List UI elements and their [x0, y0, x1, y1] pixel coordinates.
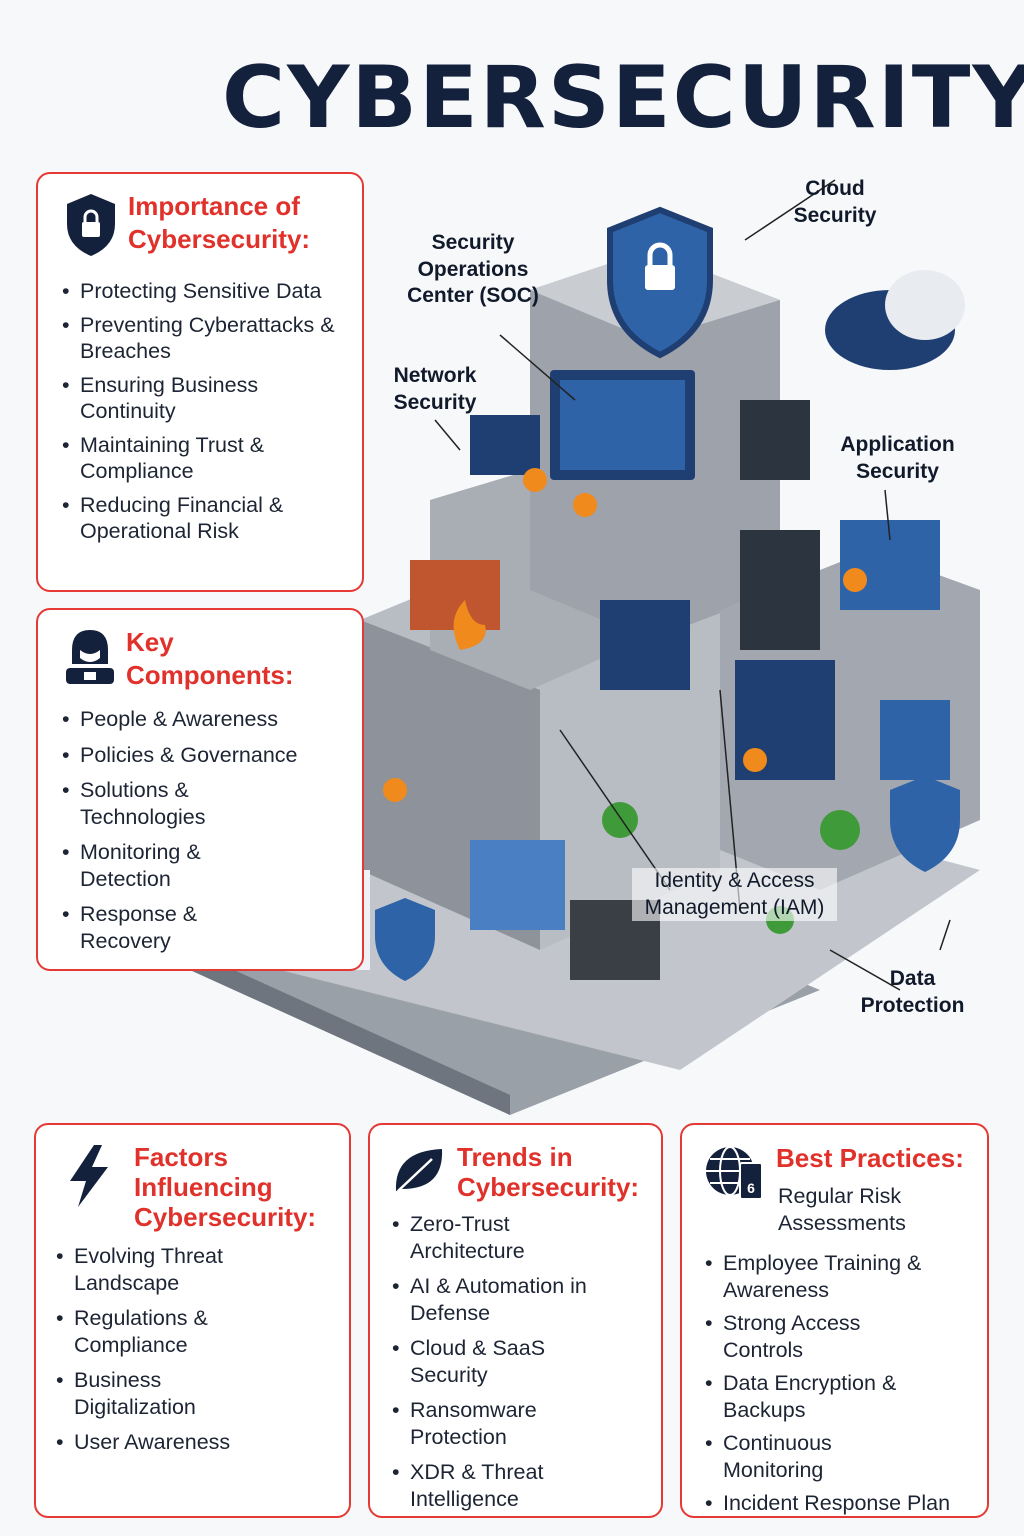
trends-heading: Trends in Cybersecurity:	[457, 1142, 640, 1202]
list-item: Policies & Governance	[62, 742, 352, 769]
list-item: Response & Recovery	[62, 901, 202, 954]
leaf-icon	[395, 1149, 443, 1192]
list-item: Data Encryption & Backups	[705, 1370, 905, 1423]
list-item: Reducing Financial & Operational Risk	[62, 492, 352, 545]
svg-text:6: 6	[747, 1180, 755, 1196]
factors-list: Evolving Threat Landscape Regulations & …	[56, 1243, 256, 1465]
components-panel: Key Components: People & Awareness Polic…	[36, 608, 364, 971]
list-item: Zero-Trust Architecture	[392, 1211, 592, 1264]
list-item: Ransomware Protection	[392, 1397, 592, 1450]
list-item: Strong Access Controls	[705, 1310, 885, 1363]
globe-calculator-icon: 6	[706, 1146, 763, 1200]
hacker-icon	[66, 630, 114, 684]
page-title: CYBERSECURITY	[222, 48, 1024, 148]
list-item: Cloud & SaaS Security	[392, 1335, 592, 1388]
list-item: Evolving Threat Landscape	[56, 1243, 256, 1296]
label-cloud-security: Cloud Security	[793, 177, 877, 227]
best-practices-heading: Best Practices:	[776, 1143, 964, 1173]
label-data-protection: Data Protection	[860, 967, 965, 1017]
list-item: Solutions & Technologies	[62, 777, 222, 830]
list-item: Maintaining Trust & Compliance	[62, 432, 352, 485]
list-item: XDR & Threat Intelligence	[392, 1459, 592, 1512]
list-item: Preventing Cyberattacks & Breaches	[62, 312, 352, 365]
label-network-security: Network Security	[393, 364, 477, 414]
list-item: Business Digitalization	[56, 1367, 256, 1420]
list-item: User Awareness	[56, 1429, 256, 1456]
list-item: Employee Training & Awareness	[705, 1250, 925, 1303]
isometric-building-illustration	[190, 179, 980, 1115]
best-practices-panel: 6 Best Practices: Regular Risk Assessmen…	[680, 1123, 989, 1518]
label-iam: Identity & Access Management (IAM)	[632, 868, 837, 921]
list-item: People & Awareness	[62, 706, 352, 733]
list-item: Protecting Sensitive Data	[62, 278, 352, 305]
list-item: Continuous Monitoring	[705, 1430, 855, 1483]
factors-heading: Factors Influencing Cybersecurity:	[134, 1142, 317, 1232]
list-item: Ensuring Business Continuity	[62, 372, 352, 425]
components-list: People & Awareness Policies & Governance…	[62, 706, 352, 963]
trends-panel: Trends in Cybersecurity: Zero-Trust Arch…	[368, 1123, 663, 1518]
label-soc: Security Operations Center (SOC)	[407, 231, 539, 307]
list-item: Monitoring & Detection	[62, 839, 222, 892]
label-application-security: Application Security	[840, 433, 955, 483]
factors-panel: Factors Influencing Cybersecurity: Evolv…	[34, 1123, 351, 1518]
trends-list: Zero-Trust Architecture AI & Automation …	[392, 1211, 592, 1521]
shield-lock-icon	[67, 194, 115, 256]
components-heading: Key Components:	[126, 627, 294, 690]
list-item: AI & Automation in Defense	[392, 1273, 592, 1326]
importance-heading: Importance of Cybersecurity:	[128, 191, 311, 254]
importance-panel: Importance of Cybersecurity: Protecting …	[36, 172, 364, 592]
list-item: Incident Response Plan	[705, 1490, 975, 1517]
list-item: Regulations & Compliance	[56, 1305, 256, 1358]
list-item: Regular Risk Assessments	[778, 1184, 906, 1235]
lightning-icon	[70, 1145, 108, 1207]
importance-list: Protecting Sensitive Data Preventing Cyb…	[62, 278, 352, 552]
best-practices-list: Regular Risk Assessments Employee Traini…	[705, 1183, 975, 1526]
